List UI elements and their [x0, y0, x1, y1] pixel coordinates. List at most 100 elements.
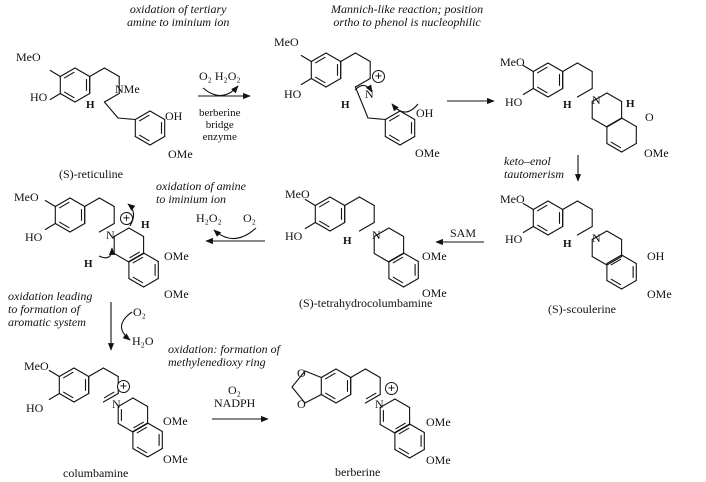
- thc-ringA-bond: [314, 196, 331, 207]
- scoulerine-ringD-bond: [606, 254, 623, 265]
- iminium2-ringD-bond: [143, 277, 159, 288]
- reagent-step4-o2: O₂: [243, 211, 256, 225]
- berberine-ome-label-1: OMe: [426, 415, 451, 429]
- reagent-step4-h2o2: H₂O₂: [196, 211, 222, 225]
- iminium2-ringB-bond: [98, 222, 115, 233]
- berberine-ringB-bond: [350, 368, 366, 379]
- thc-ringC-bond: [373, 252, 390, 263]
- benzyl-bond: [103, 101, 119, 119]
- caption-step4-line1: oxidation of amine: [156, 179, 246, 193]
- columbamine-ringC-bond: [117, 397, 134, 408]
- berberine-ringB-double-bond: [365, 392, 377, 400]
- meo-bond: [49, 69, 61, 78]
- iminium1-ringA-bond: [310, 52, 327, 63]
- iminium2-ringC-bond: [128, 227, 145, 238]
- meo-bond: [522, 202, 534, 211]
- columbamine-name: columbamine: [63, 466, 129, 480]
- curved-o2-arrow-4: [213, 227, 257, 240]
- scoulerine-ringD-double-bond: [610, 258, 622, 266]
- berberine-ringB-bond: [364, 368, 381, 379]
- meo-bond: [304, 198, 316, 207]
- meo-bond: [48, 369, 60, 378]
- scoulerine-ringC-bond: [606, 255, 623, 266]
- thc-ringA-bond: [329, 221, 346, 232]
- berberine-ringD-bond: [409, 448, 425, 459]
- reticuline-benzyl-double-bond: [139, 114, 150, 122]
- curved-o2-arrow-5: [120, 311, 133, 341]
- columbamine-ringA-bond: [58, 367, 75, 378]
- benzyl-bond: [354, 86, 369, 119]
- berberine-ringD-bond: [394, 448, 411, 459]
- mannich-curly-arrow: [391, 103, 419, 113]
- iminium1-ringB-bond: [340, 52, 356, 63]
- berberine-ringA-double-bond: [325, 392, 336, 400]
- thc-ringA-double-bond: [319, 200, 330, 208]
- iminium2-ringB-bond: [98, 197, 115, 208]
- keto-ringC-bond: [606, 92, 623, 103]
- columbamine-ringD-bond: [147, 422, 163, 433]
- iminium1-benzyl-bond: [399, 110, 416, 121]
- caption-step3: keto–enol tautomerism: [504, 155, 564, 181]
- iminium2-h-label-1: H: [141, 219, 150, 231]
- meo-bond: [300, 54, 312, 63]
- columbamine-ringB-bond: [88, 367, 104, 378]
- reagent-sam: SAM: [450, 226, 477, 240]
- berberine-ringC-double-bond: [395, 422, 406, 430]
- thc-ringA-bond: [314, 221, 331, 232]
- enzyme-line1: berberine: [199, 107, 241, 119]
- tetrahydrocolumbamine-name: (S)-tetrahydrocolumbamine: [299, 296, 433, 310]
- scoulerine-ringC-bond: [591, 230, 608, 241]
- thc-ringD-bond: [403, 277, 419, 288]
- berberine-ringA-bond: [335, 368, 352, 379]
- benzyl-bond: [117, 117, 136, 121]
- scoulerine-ringD-bond: [621, 279, 637, 290]
- thc-ringC-bond: [373, 227, 390, 238]
- berberine-ome-label-2: OMe: [426, 453, 451, 467]
- columbamine-ringA-bond: [73, 367, 90, 378]
- scoulerine-ome-label: OMe: [647, 287, 672, 301]
- thc-ringD-double-bond: [392, 256, 404, 264]
- columbamine-meo-label: MeO: [24, 359, 49, 373]
- berberine-ringC-bond: [394, 398, 411, 409]
- reagent-step1: O₂ H₂O₂: [199, 69, 241, 83]
- reticuline-ringA-bond: [59, 67, 76, 78]
- iminium2-ho-label: HO: [25, 230, 43, 244]
- scoulerine-ringD-bond: [606, 279, 623, 290]
- scoulerine-ringC-bond: [591, 255, 608, 266]
- iminium2-positive-charge: +: [120, 212, 133, 225]
- curved-o2-arrow-1: [202, 85, 239, 97]
- scoulerine-ringA-bond: [532, 200, 549, 211]
- caption-step3-line1: keto–enol: [504, 154, 551, 168]
- thc-meo-label: MeO: [285, 187, 310, 201]
- ho-bond: [300, 77, 312, 86]
- reticuline-benzyl-bond: [149, 135, 166, 146]
- columbamine-ringB-bond: [102, 367, 119, 378]
- berberine-ringD-double-bond: [398, 427, 410, 435]
- reticuline-benzyl-bond: [134, 135, 151, 146]
- columbamine-ringA-double-bond: [63, 391, 74, 399]
- iminium1-benzyl-bond: [384, 135, 401, 146]
- scoulerine-meo-label: MeO: [500, 192, 525, 206]
- thc-h-label: H: [343, 235, 352, 247]
- caption-step6: oxidation: formation of methylenedioxy r…: [168, 343, 280, 369]
- caption-step4: oxidation of amine to iminium ion: [156, 180, 246, 206]
- meo-bond: [44, 199, 56, 208]
- scoulerine-ringD-bond: [621, 254, 637, 265]
- columbamine-ringA-bond: [73, 392, 90, 403]
- berberine-positive-charge: +: [385, 382, 398, 395]
- iminium1-ringA-bond: [325, 77, 342, 88]
- scoulerine-oh-label: OH: [647, 249, 665, 263]
- enzyme-label: berberine bridge enzyme: [199, 107, 241, 143]
- scoulerine-ringB-bond: [576, 200, 593, 211]
- caption-step2-line2: ortho to phenol is nucleophilic: [333, 15, 481, 29]
- thc-ringB-bond: [358, 221, 375, 232]
- enzyme-line2: bridge: [205, 119, 234, 131]
- keto-o-label: O: [645, 110, 654, 124]
- dioxole-bond: [304, 393, 322, 404]
- iminium1-oh-label: OH: [416, 106, 434, 120]
- caption-step5: oxidation leading to formation of aromat…: [8, 290, 92, 329]
- reticuline-h-label: H: [86, 99, 95, 111]
- thc-ringB-bond: [358, 196, 375, 207]
- keto-ringD-bond: [606, 117, 623, 128]
